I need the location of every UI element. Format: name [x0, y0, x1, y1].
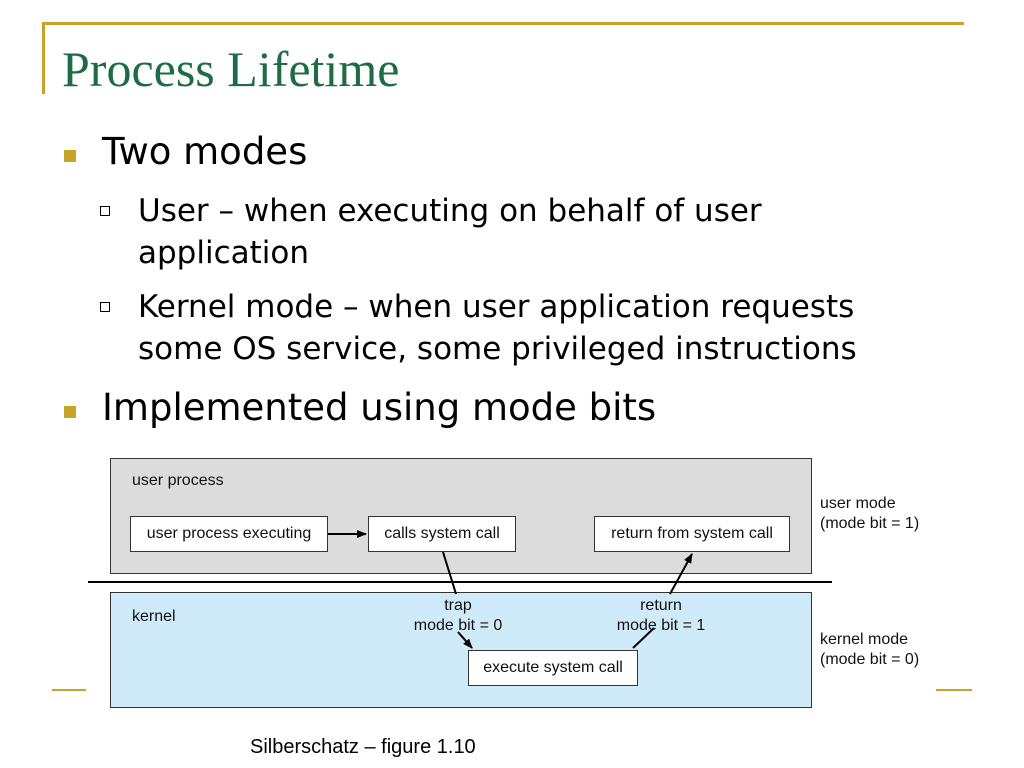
footer-rule-right: [936, 689, 972, 691]
return-label-line1: return: [640, 597, 682, 614]
user-mode-line2: (mode bit = 1): [820, 515, 920, 532]
kernel-mode-line2: (mode bit = 0): [820, 651, 920, 668]
kernel-mode-line1: kernel mode: [820, 631, 909, 648]
arrow-return-upper: [669, 553, 693, 595]
trap-label-line2: mode bit = 0: [413, 617, 503, 634]
frame-left-rule: [42, 22, 45, 94]
arrow-trap-lower: [457, 631, 473, 649]
arrow-return-lower: [632, 627, 655, 649]
return-from-system-call-box: return from system call: [594, 516, 790, 552]
trap-label: trap mode bit = 0: [403, 596, 513, 636]
footer-rule-left: [52, 689, 86, 691]
user-zone-label: user process: [132, 472, 224, 489]
user-mode-line1: user mode: [820, 495, 896, 512]
return-label: return mode bit = 1: [606, 596, 716, 636]
bullet-text: Implemented using mode bits: [102, 386, 657, 429]
diagram-arrows: [328, 530, 693, 649]
trap-label-line1: trap: [444, 597, 472, 614]
execute-system-call-box: execute system call: [468, 650, 638, 686]
slide-title: Process Lifetime: [62, 41, 400, 97]
mode-transition-diagram: user process kernel user process executi…: [88, 456, 938, 716]
square-bullet-icon: [64, 150, 76, 162]
arrow-trap-upper: [442, 551, 457, 595]
sub-bullet-text-line2: application: [138, 235, 309, 271]
kernel-zone-label: kernel: [132, 608, 176, 625]
kernel-zone: [110, 592, 812, 708]
calls-system-call-box: calls system call: [368, 516, 516, 552]
return-label-line2: mode bit = 1: [616, 617, 706, 634]
kernel-mode-label: kernel mode (mode bit = 0): [820, 630, 919, 670]
user-mode-label: user mode (mode bit = 1): [820, 494, 919, 534]
bullet-text: Two modes: [102, 130, 308, 173]
sub-bullet-text-line1: Kernel mode – when user application requ…: [138, 289, 855, 325]
square-bullet-icon: [64, 406, 76, 418]
frame-top-rule: [42, 22, 964, 25]
sub-bullet-text-line2: some OS service, some privileged instruc…: [138, 331, 857, 367]
user-process-executing-box: user process executing: [130, 516, 328, 552]
mode-boundary-line: [88, 581, 832, 583]
hollow-square-bullet-icon: [100, 302, 110, 312]
hollow-square-bullet-icon: [100, 206, 110, 216]
figure-caption: Silberschatz – figure 1.10: [250, 736, 476, 758]
sub-bullet-text-line1: User – when executing on behalf of user: [138, 193, 762, 229]
